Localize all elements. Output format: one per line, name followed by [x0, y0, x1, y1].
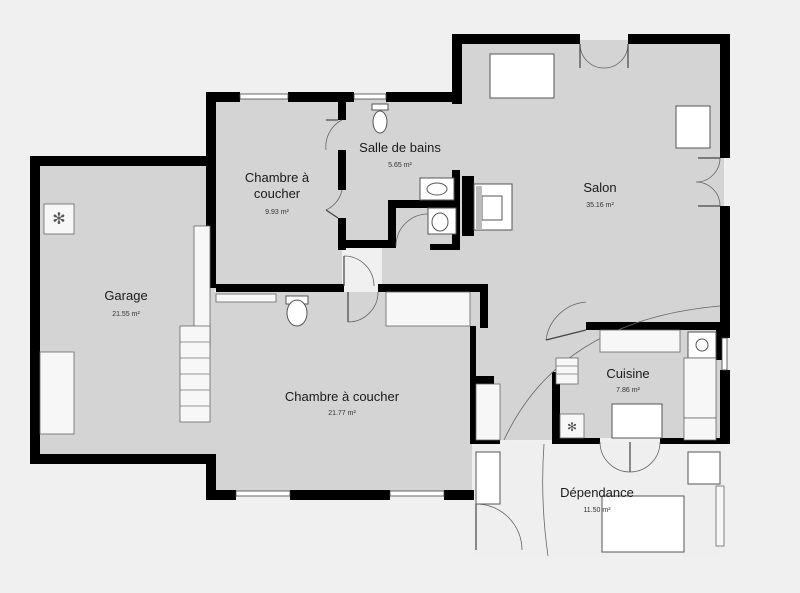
wardrobe — [385, 291, 471, 327]
sink-icon — [687, 331, 717, 359]
window — [353, 93, 387, 100]
dependance-name: Dépendance — [560, 485, 634, 500]
walls — [30, 34, 730, 500]
armchair-icon — [489, 53, 555, 99]
window — [239, 93, 289, 100]
bedroom-1-floor — [214, 98, 342, 290]
dependance-area: 11.50 m² — [583, 507, 611, 514]
french-door — [695, 157, 721, 207]
door-swing-arc — [542, 443, 549, 557]
toilet-icon — [427, 207, 457, 235]
cabinet — [687, 451, 721, 485]
fridge — [683, 417, 717, 441]
doors — [325, 43, 721, 557]
kitchen-name: Cuisine — [606, 366, 649, 381]
armchair-icon — [675, 105, 711, 149]
bedroom-1-area: 9.93 m² — [265, 209, 289, 216]
door — [325, 119, 343, 151]
door — [325, 189, 343, 211]
shelf — [715, 485, 725, 547]
garage-area: 21.55 m² — [112, 311, 140, 318]
door — [475, 503, 523, 551]
kitchen-area: 7.86 m² — [616, 387, 640, 394]
bathroom-area: 5.65 m² — [388, 162, 412, 169]
fixtures: ✻ — [39, 53, 725, 553]
bedroom-2-name: Chambre à coucher — [285, 389, 400, 404]
dresser — [215, 293, 277, 303]
door — [545, 301, 587, 341]
snowflake-icon: ✻ — [567, 420, 577, 434]
door — [343, 255, 375, 287]
stairs — [555, 357, 579, 385]
bedroom-1-name-line1: Chambre à — [245, 170, 310, 185]
door — [347, 291, 379, 323]
table-icon — [611, 403, 663, 439]
salon-floor — [382, 40, 724, 440]
stairs — [179, 325, 211, 423]
window — [389, 490, 445, 497]
garage-name: Garage — [104, 288, 147, 303]
window — [235, 490, 291, 497]
toilet-icon — [371, 103, 389, 134]
salon-area: 35.16 m² — [586, 202, 614, 209]
door — [395, 213, 429, 247]
door-swing-arc — [503, 305, 721, 441]
salon-name: Salon — [583, 180, 616, 195]
counter — [599, 329, 681, 353]
bedroom-1-name-line2: coucher — [254, 186, 301, 201]
washing-machine-icon — [559, 413, 585, 439]
washing-machine-icon — [43, 203, 75, 235]
windows — [235, 93, 728, 497]
fireplace-icon — [473, 183, 513, 231]
bathroom-name: Salle de bains — [359, 140, 441, 155]
counter — [683, 357, 717, 419]
room-labels: Garage 21.55 m² Chambre à coucher 9.93 m… — [104, 140, 649, 514]
window — [721, 337, 728, 371]
french-door — [599, 441, 661, 473]
cabinet — [475, 451, 501, 505]
bedroom-2-area: 21.77 m² — [328, 410, 356, 417]
workbench — [39, 351, 75, 435]
toilet-icon — [285, 295, 309, 327]
table-icon — [601, 495, 685, 553]
snowflake-icon: ✻ — [52, 209, 65, 228]
cabinet — [475, 383, 501, 441]
